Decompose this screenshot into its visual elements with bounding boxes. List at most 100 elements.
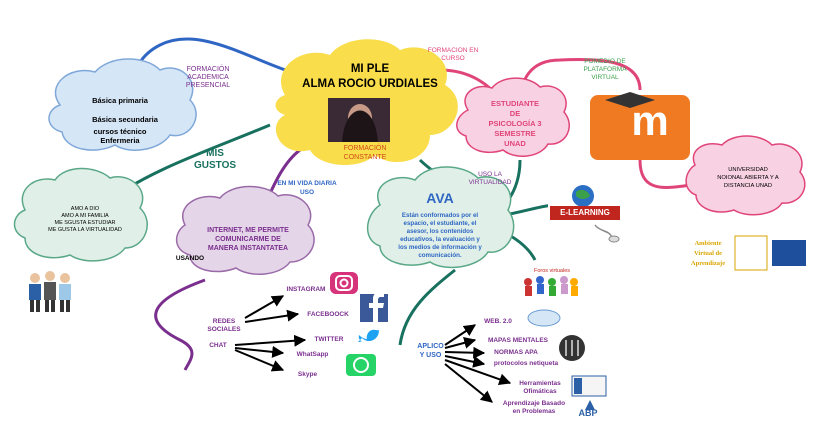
cloud-vida-diaria <box>175 185 315 275</box>
cloud-estudiante <box>456 77 570 157</box>
arrow-herramientas <box>444 359 512 386</box>
estudiante-1: ESTUDIANTE <box>491 99 539 108</box>
estudiante-3: PSICOLOGÍA 3 <box>488 119 542 128</box>
app-whatsapp[interactable]: WhatSapp <box>296 351 329 358</box>
ava-desc-5: los medios de información y <box>398 244 482 251</box>
whatsapp-icon[interactable] <box>346 354 376 376</box>
uso-virtualidad-1: USO LA <box>478 171 502 178</box>
ava-desc-2: espacio, el estudiante, el <box>403 220 477 227</box>
center-title-1: MI PLE <box>350 63 390 75</box>
cloud-gustos <box>13 167 148 262</box>
ava-title: AVA <box>426 190 454 206</box>
aplico-herramientas-1: Herramientas <box>519 380 561 387</box>
estudiante-5: UNAD <box>504 139 526 148</box>
arrow-web20 <box>444 324 476 346</box>
arrow-whatsapp <box>234 345 285 358</box>
arrow-netiqueta <box>444 355 486 368</box>
ava-desc-4: educativos, la evaluación y <box>400 236 480 243</box>
ava-desc-6: comunicación. <box>418 252 462 259</box>
formacion-curso-1: FORMACION EN <box>427 47 479 54</box>
presencial-item-2: Básica secundaria <box>92 115 158 124</box>
gustos-item-3: ME SGUSTA ESTUDIAR <box>54 220 116 226</box>
formacion-label-2: ACADEMICA <box>187 74 229 81</box>
presencial-item-4: Enfermeria <box>100 136 140 145</box>
presencial-item-1: Básica primaria <box>92 96 148 105</box>
universidad-3: DISTANCIA UNAD <box>723 183 773 189</box>
vida-label-2: USO <box>299 189 315 196</box>
formacion-label-1: FORMACIÓN <box>186 66 230 73</box>
center-caption-2: CONSTANTE <box>343 154 387 161</box>
twitter-icon[interactable] <box>358 329 380 342</box>
abp-logo: ABP <box>578 408 598 418</box>
vida-label-1: EN MI VIDA DIARIA <box>277 180 337 187</box>
aplico-abp-1: Aprendizaje Basado <box>502 400 566 407</box>
arrow-abp <box>444 363 493 403</box>
people-icon <box>29 271 71 312</box>
plataforma-1: POMEDIO DE <box>584 58 626 65</box>
redes-label-1: REDES <box>212 318 236 325</box>
estudiante-4: SEMESTRE <box>494 129 536 138</box>
ava-logo-2: Virtual de <box>693 250 723 257</box>
unad-logos <box>734 235 806 271</box>
arrow-facebook <box>244 309 300 323</box>
gustos-label-2: GUSTOS <box>193 160 237 171</box>
herramientas-graphic <box>571 375 607 397</box>
vida-cloud-2: COMUNICARME DE <box>215 236 281 243</box>
aplico-abp-2: en Problemas <box>512 408 556 415</box>
gustos-item-4: ME GUSTA LA VIRTUALIDAD <box>48 227 122 233</box>
app-facebook[interactable]: FACEBOOCK <box>307 311 349 318</box>
web20-graphic <box>527 309 561 327</box>
center-title-2: ALMA ROCIO URDIALES <box>302 78 438 90</box>
facebook-icon[interactable] <box>360 292 388 322</box>
gustos-item-1: AMO A DIO <box>70 206 100 212</box>
cloud-universidad <box>685 135 806 216</box>
ava-desc-3: asesor, los contenidos <box>406 228 474 235</box>
arrow-apa <box>444 346 486 359</box>
center-caption-1: FORMACIÓN <box>343 145 387 152</box>
cloud-ava <box>366 166 515 269</box>
link-universidad <box>638 159 691 189</box>
moodle-logo <box>590 92 690 160</box>
presencial-item-3: cursos técnico <box>93 127 147 136</box>
normas-apa-graphic <box>559 335 585 361</box>
elearning-graphic <box>548 180 622 243</box>
link-aplico <box>398 268 456 346</box>
universidad-1: UNIVERSIDAD <box>728 167 768 173</box>
aplico-netiqueta: protocolos netiqueta <box>493 360 559 367</box>
instagram-icon[interactable] <box>330 272 358 294</box>
arrow-instagram <box>244 295 285 319</box>
link-redes-chat <box>154 278 206 371</box>
app-instagram[interactable]: INSTAGRAM <box>286 286 326 293</box>
plataforma-3: VIRTUAL <box>591 74 619 81</box>
elearning-label: E-LEARNING <box>560 208 610 217</box>
plataforma-2: PLATAFORMA <box>583 66 627 73</box>
aplico-label-1: APLICO <box>417 343 444 350</box>
arrow-twitter <box>234 334 307 347</box>
vida-cloud-3: MANERA INSTANTATEA <box>207 245 289 252</box>
foros-graphic <box>524 276 578 296</box>
aplico-apa: NORMAS APA <box>494 349 538 356</box>
arrow-mapas <box>444 336 477 349</box>
universidad-2: NOIONAL ABIERTA Y A <box>717 175 779 181</box>
moodle-letter: m <box>631 97 669 144</box>
vida-cloud-1: INTERNET, ME PERMITE <box>207 227 289 234</box>
usando-label: USANDO <box>175 255 205 262</box>
uso-virtualidad-2: VIRTUALIDAD <box>468 179 512 186</box>
foros-label: Foros virtuales <box>533 268 571 274</box>
ava-logo-1: Ambiente <box>694 240 722 247</box>
app-twitter[interactable]: TWITTER <box>314 336 344 343</box>
redes-label-2: SOCIALES <box>207 326 241 333</box>
app-skype[interactable]: Skype <box>297 371 318 378</box>
gustos-item-2: AMO A MI FAMILIA <box>61 213 109 219</box>
estudiante-2: DE <box>509 109 521 118</box>
gustos-label-1: MIS <box>206 148 224 159</box>
aplico-herramientas-2: Ofimáticas <box>523 388 557 395</box>
ava-logo-3: Aprendizaje <box>690 260 726 267</box>
ava-desc-1: Están conformados por el <box>401 212 479 219</box>
cloud-formacion-presencial <box>48 58 197 151</box>
aplico-mapas: MAPAS MENTALES <box>487 337 549 344</box>
arrow-skype <box>234 349 285 372</box>
aplico-label-2: Y USO <box>419 352 442 359</box>
